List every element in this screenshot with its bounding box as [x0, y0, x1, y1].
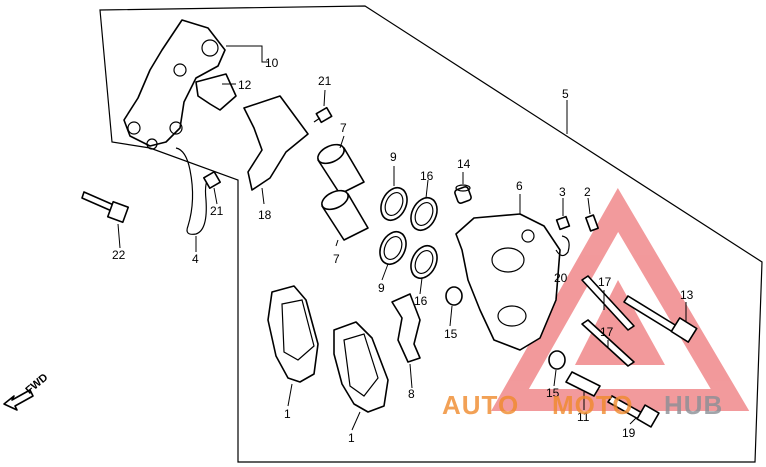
label-12: 12 [238, 78, 252, 92]
fwd-arrow: FWD [3, 371, 50, 411]
fwd-label: FWD [23, 371, 50, 396]
bolt-21-lower [203, 171, 221, 189]
svg-text:HUB: HUB [664, 390, 723, 420]
label-2: 2 [584, 185, 591, 199]
bolt-22 [81, 191, 130, 224]
label-21-lower: 21 [210, 204, 224, 218]
label-15-lower: 15 [546, 386, 560, 400]
watermark-text: AUTO MOTO HUB [442, 390, 723, 420]
label-16-upper: 16 [420, 169, 434, 183]
boot-15-lower [548, 350, 566, 370]
label-15-upper: 15 [444, 327, 458, 341]
label-17-upper: 17 [598, 275, 612, 289]
caliper-body [455, 213, 561, 351]
label-7-lower: 7 [333, 252, 340, 266]
label-10: 10 [265, 56, 279, 70]
hose-clip [175, 147, 211, 235]
label-11: 11 [577, 410, 590, 424]
label-3: 3 [559, 185, 566, 199]
part-2 [585, 214, 599, 232]
assembly-outline [99, 5, 763, 463]
seal-9-upper [380, 186, 408, 222]
part-20 [555, 235, 570, 257]
sleeve-11 [565, 371, 601, 397]
label-19: 19 [622, 426, 636, 440]
boot-15-upper [445, 286, 463, 306]
label-1-right: 1 [348, 431, 355, 445]
label-7-upper: 7 [340, 121, 347, 135]
bracket-plate [195, 73, 237, 111]
caliper-bracket [123, 19, 226, 147]
label-14: 14 [457, 157, 471, 171]
part-3 [555, 215, 571, 231]
svg-text:AUTO: AUTO [442, 390, 519, 420]
brake-pad-right [333, 321, 389, 413]
label-6: 6 [516, 179, 523, 193]
pad-spring [243, 95, 309, 191]
label-22: 22 [112, 248, 126, 262]
bolt-19 [607, 395, 660, 428]
pin-13 [623, 295, 698, 343]
label-8: 8 [408, 387, 415, 401]
label-18: 18 [258, 208, 272, 222]
label-5: 5 [562, 87, 569, 101]
svg-text:MOTO: MOTO [552, 390, 634, 420]
label-21-upper: 21 [318, 74, 332, 88]
piston-lower [321, 189, 369, 241]
piston-upper [317, 143, 365, 195]
seal-9-lower [379, 230, 407, 266]
label-17-lower: 17 [600, 325, 614, 339]
label-9-upper: 9 [390, 150, 397, 164]
label-4: 4 [192, 252, 199, 266]
label-16-lower: 16 [414, 294, 428, 308]
seal-16-upper [410, 196, 438, 232]
label-1-left: 1 [284, 407, 291, 421]
label-13: 13 [680, 288, 694, 302]
bleeder-cap [454, 184, 472, 204]
seal-16-lower [410, 244, 438, 280]
label-20: 20 [554, 271, 568, 285]
label-9-lower: 9 [378, 281, 385, 295]
bolt-21-upper [313, 106, 333, 124]
pad-retainer [391, 293, 421, 363]
pin-17-upper [581, 275, 635, 331]
brake-pad-left [267, 285, 319, 383]
